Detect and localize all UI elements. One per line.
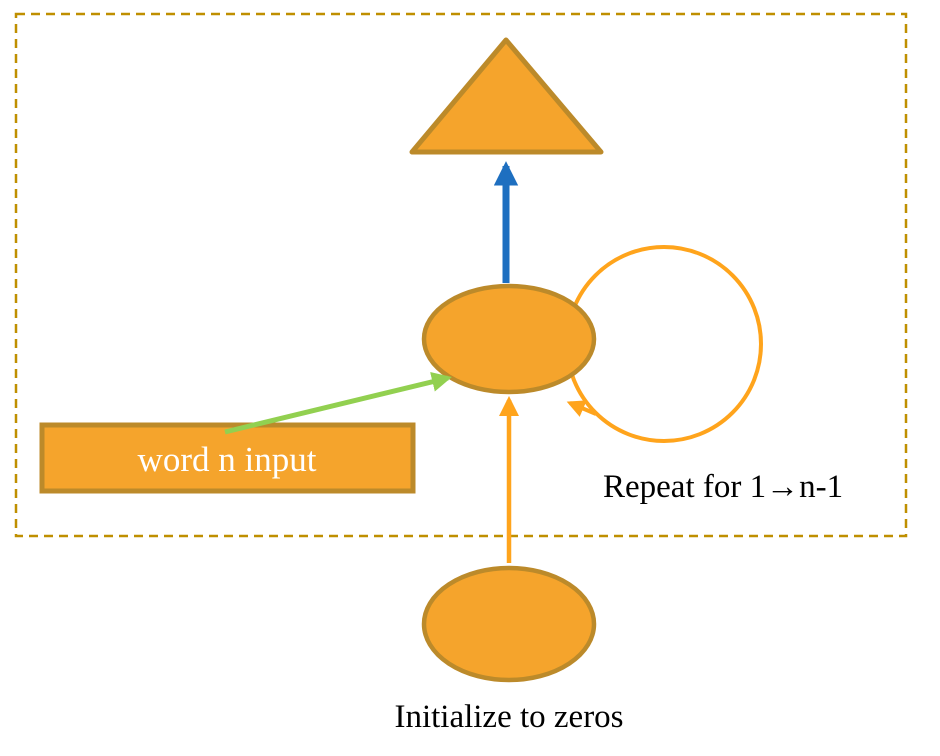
input-arrow <box>224 372 452 435</box>
initialize-label: Initialize to zeros <box>394 699 623 735</box>
word-input-box <box>39 422 416 494</box>
repeat-label: Repeat for 1→n-1 <box>603 469 843 505</box>
self-loop-arrowhead <box>566 400 597 417</box>
initial-state-ellipse <box>421 565 597 683</box>
word-input-label: word n input <box>138 440 317 479</box>
hidden-state-ellipse <box>421 283 597 395</box>
output-triangle <box>409 37 604 155</box>
